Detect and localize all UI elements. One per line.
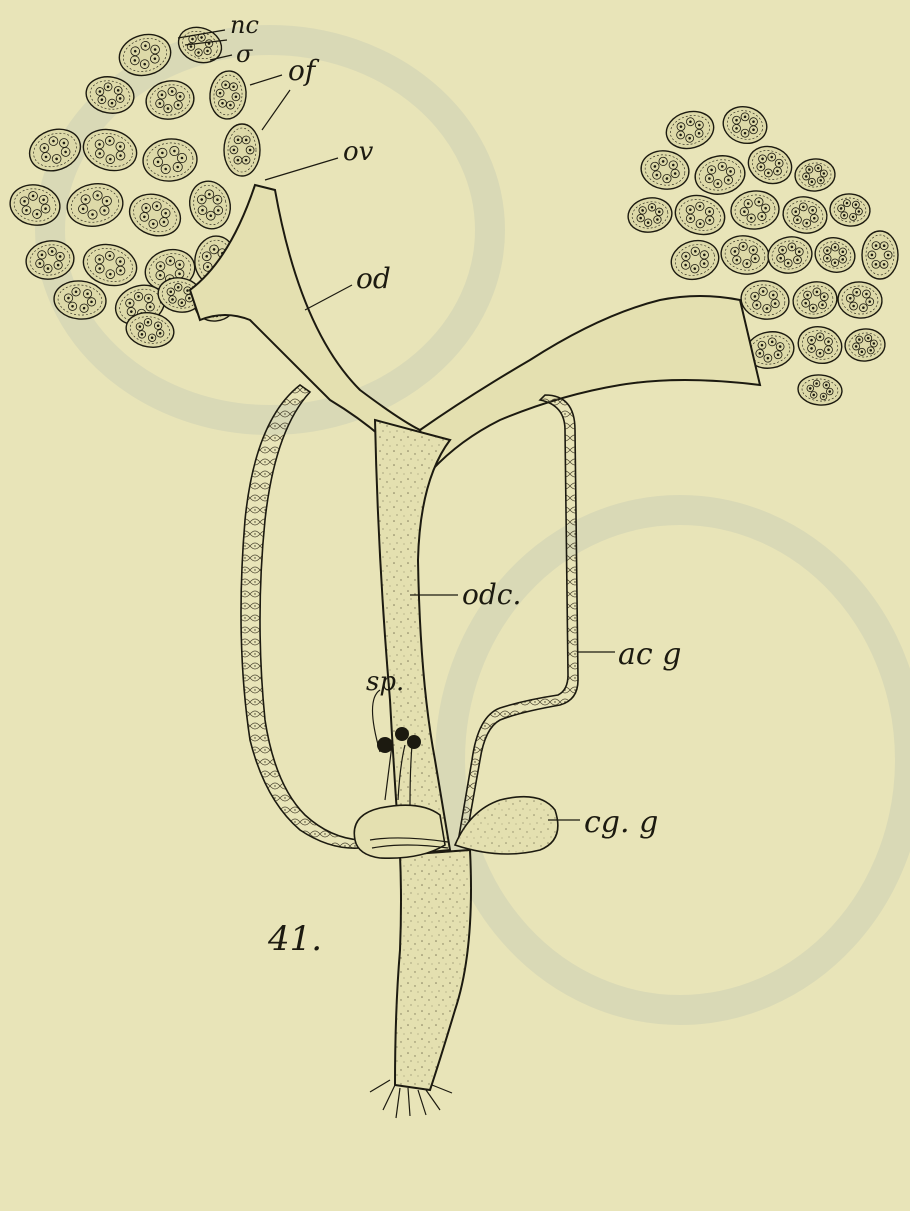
follicle <box>718 232 772 278</box>
follicle <box>794 322 846 368</box>
follicle <box>743 141 797 190</box>
follicle <box>662 106 718 153</box>
follicle <box>797 373 843 407</box>
label-of: of <box>288 54 320 87</box>
label-ov: ov <box>343 137 374 167</box>
follicle <box>671 190 729 240</box>
follicle <box>625 194 674 235</box>
label-acg: ac g <box>618 637 681 672</box>
follicle <box>790 278 840 321</box>
follicle <box>64 179 126 230</box>
label-odc: odc. <box>462 578 521 611</box>
follicle <box>738 277 792 323</box>
left-accessory-gland <box>241 385 360 848</box>
follicle <box>638 147 692 193</box>
label-o: σ <box>236 40 253 68</box>
follicle <box>765 233 815 276</box>
follicle <box>692 152 748 198</box>
follicle <box>794 157 837 192</box>
follicle <box>184 177 235 234</box>
follicle <box>862 231 898 279</box>
label-od: od <box>356 262 391 295</box>
follicle <box>829 192 872 227</box>
follicle <box>729 189 780 231</box>
follicle <box>667 235 723 284</box>
follicle <box>780 193 830 236</box>
follicle <box>124 187 187 242</box>
figure-number: 41. <box>267 919 322 959</box>
label-nc: nc <box>230 11 259 39</box>
follicle <box>837 280 884 320</box>
follicle <box>141 137 198 184</box>
show-through-rings <box>50 40 910 1010</box>
follicle <box>208 70 248 121</box>
label-cgg: cg. g <box>584 805 658 840</box>
follicle <box>224 124 260 176</box>
follicle <box>719 102 771 148</box>
follicle <box>811 233 858 276</box>
label-sp: sp. <box>366 667 404 697</box>
follicle <box>844 327 887 362</box>
